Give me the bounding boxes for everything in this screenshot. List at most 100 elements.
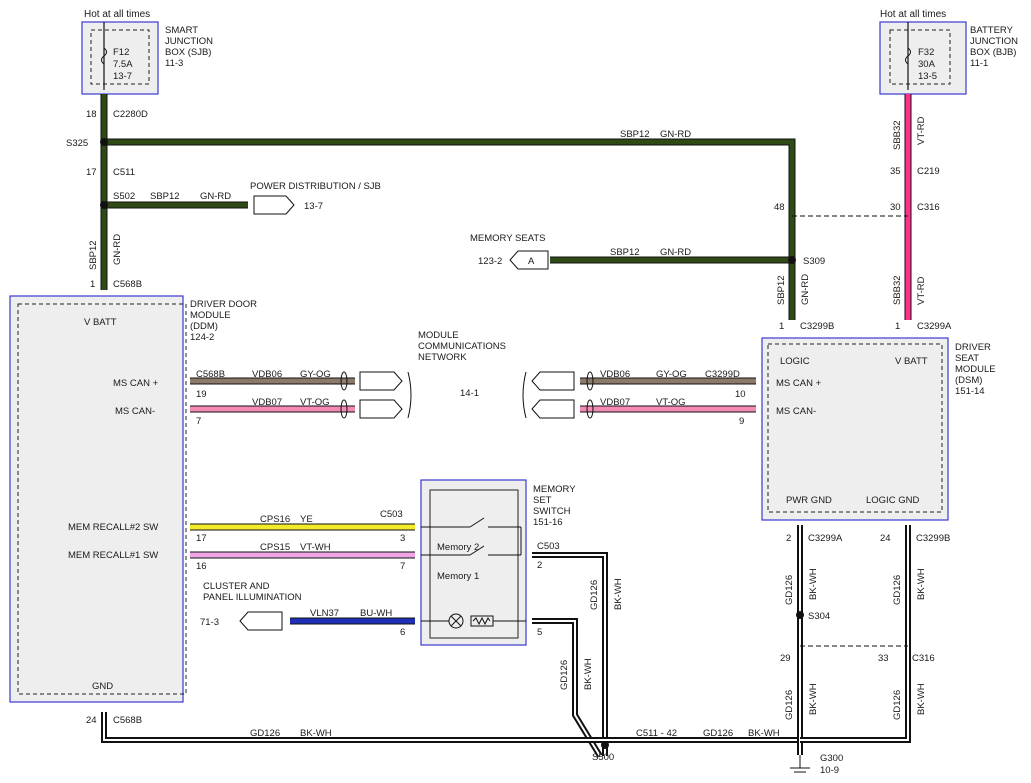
switch-name-3: SWITCH (533, 506, 571, 517)
cluster-label-2: PANEL ILLUMINATION (203, 592, 302, 603)
cluster-page: 71-3 (200, 617, 219, 628)
sjb-fuse-id: F12 (113, 47, 129, 58)
wire-gnrd-vertical-left: GN-RD (112, 234, 123, 265)
ddm-ms-can-plus: MS CAN + (113, 378, 159, 389)
ddm-module: V BATT MS CAN + MS CAN- MEM RECALL#2 SW … (9, 295, 257, 703)
power-dist-page: 13-7 (304, 201, 323, 212)
pin-5: 5 (537, 627, 542, 638)
wire-bkwh-bottom: BK-WH (300, 728, 332, 739)
cluster-label-1: CLUSTER AND (203, 581, 270, 592)
wire-vtrd-top: VT-RD (916, 116, 927, 145)
bjb-name-1: BATTERY (970, 25, 1014, 36)
sjb-hot-label: Hot at all times (84, 9, 150, 20)
dsm-vbatt: V BATT (895, 356, 928, 367)
switch-memory2: Memory 2 (437, 542, 479, 553)
mcn-label-2: COMMUNICATIONS (418, 341, 506, 352)
can-wires-right (522, 371, 756, 419)
c3299b-top-label: C3299B (800, 321, 834, 332)
c568b-top-label: C568B (113, 279, 142, 290)
memory-seats-page: 123-2 (478, 256, 502, 267)
sjb-page: 11-3 (165, 58, 183, 69)
ground-wires (101, 525, 911, 773)
c3299a-top-pin: 1 (895, 321, 900, 332)
dsm-ms-can-plus: MS CAN + (776, 378, 822, 389)
ddm-name-3: (DDM) (190, 321, 218, 332)
switch-page: 151-16 (533, 517, 563, 528)
wire-sbb32-bottom: SBB32 (892, 275, 903, 305)
c503-label-a: C503 (380, 509, 403, 520)
wire-cps15: CPS15 (260, 542, 290, 553)
sjb-name-2: JUNCTION (165, 36, 213, 47)
wire-vln37: VLN37 (310, 608, 339, 619)
wire-bkwh-c511: BK-WH (748, 728, 780, 739)
wire-vdb07-right: VDB07 (600, 397, 630, 408)
wire-vdb07-left: VDB07 (252, 397, 282, 408)
switch-name-1: MEMORY (533, 484, 576, 495)
wire-sbp12-memseats: SBP12 (610, 247, 640, 258)
bjb-fuse-id: F32 (918, 47, 934, 58)
c316-bot-label: C316 (912, 653, 935, 664)
wire-bkwh-switch-a: BK-WH (613, 578, 624, 610)
dsm-module: LOGIC V BATT MS CAN + MS CAN- PWR GND LO… (761, 337, 996, 521)
s325-splice (100, 138, 108, 146)
c316-top-pin: 30 (890, 202, 901, 213)
memory-set-switch: Memory 2 Memory 1 MEMORY SET SWITCH 151-… (420, 479, 576, 646)
pin-17: 17 (196, 533, 207, 544)
ddm-name-1: DRIVER DOOR (190, 299, 257, 310)
c568b-can-label: C568B (196, 369, 225, 380)
ddm-name-2: MODULE (190, 310, 231, 321)
wire-sbp12-top: SBP12 (620, 129, 650, 140)
ddm-gnd: GND (92, 681, 113, 692)
ddm-ms-can-minus: MS CAN- (115, 406, 155, 417)
wire-gd126-dsm-a: GD126 (784, 575, 795, 605)
wire-vdb06-right: VDB06 (600, 369, 630, 380)
power-dist-label: POWER DISTRIBUTION / SJB (250, 181, 381, 192)
bjb-fuse-box: Hot at all times F32 30A 13-5 BATTERY JU… (879, 9, 1018, 95)
s309-splice (788, 256, 796, 264)
s304-splice (796, 611, 804, 619)
c3299a-bot-pin: 2 (786, 533, 791, 544)
c3299d-label: C3299D (705, 369, 740, 380)
sjb-name-1: SMART (165, 25, 198, 36)
wire-gd126-dsm-b: GD126 (892, 575, 903, 605)
c316-bot-pin-29: 29 (780, 653, 791, 664)
c3299b-bot-label: C3299B (916, 533, 950, 544)
wire-gd126-switch-a: GD126 (589, 580, 600, 610)
c511-42-label: C511 - 42 (636, 728, 677, 739)
bjb-name-3: BOX (BJB) (970, 47, 1016, 58)
wire-bkwh-dsm-c: BK-WH (808, 683, 819, 715)
dsm-name-3: MODULE (955, 364, 996, 375)
switch-name-2: SET (533, 495, 552, 506)
wire-gnrd-vertical-right: GN-RD (800, 274, 811, 305)
wire-ye: YE (300, 514, 313, 525)
wire-gnrd-s502: GN-RD (200, 191, 231, 202)
wire-gd126-dsm-d: GD126 (892, 690, 903, 720)
s304-label: S304 (808, 611, 830, 622)
dsm-logic-gnd: LOGIC GND (866, 495, 919, 506)
c3299b-bot-pin: 24 (880, 533, 891, 544)
memory-seats-tag: A (528, 256, 535, 267)
c511-label: C511 (113, 167, 135, 178)
bjb-page: 11-1 (970, 58, 988, 69)
wire-bkwh-switch-b: BK-WH (583, 658, 594, 690)
wire-gd126-bottom: GD126 (250, 728, 280, 739)
wire-buwh: BU-WH (360, 608, 392, 619)
can-pin-9: 9 (739, 416, 744, 427)
wire-bkwh-dsm-a: BK-WH (808, 568, 819, 600)
dsm-name-1: DRIVER (955, 342, 991, 353)
dsm-pwr-gnd: PWR GND (786, 495, 832, 506)
bjb-name-2: JUNCTION (970, 36, 1018, 47)
wire-gd126-switch-b: GD126 (559, 660, 570, 690)
c3299a-top-label: C3299A (917, 321, 952, 332)
c3299b-top-pin: 1 (779, 321, 784, 332)
wire-gd126-c511: GD126 (703, 728, 733, 739)
c568b-gnd-pin: 24 (86, 715, 97, 726)
wire-sbp12-vertical-left: SBP12 (88, 240, 99, 270)
c219-pin: 35 (890, 166, 901, 177)
sjb-name-3: BOX (SJB) (165, 47, 211, 58)
bjb-hot-label: Hot at all times (880, 9, 946, 20)
ddm-recall1: MEM RECALL#1 SW (68, 550, 158, 561)
wire-bkwh-dsm-d: BK-WH (916, 683, 927, 715)
ddm-vbatt: V BATT (84, 317, 117, 328)
wire-gyog-right: GY-OG (656, 369, 687, 380)
